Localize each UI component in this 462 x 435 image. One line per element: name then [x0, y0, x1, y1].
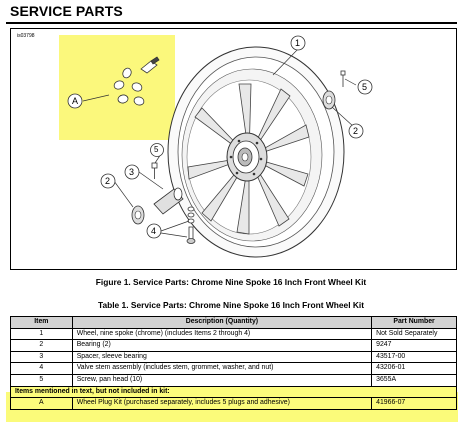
- callout-3-label: 3: [129, 167, 135, 177]
- callout-markers: [67, 35, 373, 239]
- cell-part-number: 41966-07: [371, 397, 457, 410]
- cell-item: 1: [10, 327, 73, 341]
- table-row: 2 Bearing (2) 9247: [10, 339, 457, 352]
- cell-part-number: 9247: [371, 339, 457, 352]
- screw-icon: [340, 70, 346, 87]
- page-title: SERVICE PARTS: [10, 3, 123, 19]
- bearing-icon: [322, 90, 336, 110]
- spacer-sleeve-icon: [153, 187, 184, 215]
- cell-part-number: 43206-01: [371, 362, 457, 375]
- cell-description: Screw, pan head (10): [71, 373, 373, 387]
- cell-description: Valve stem assembly (includes stem, grom…: [71, 362, 373, 375]
- wheel-plug-kit-icon: [113, 56, 160, 106]
- section-label: Items mentioned in text, but not include…: [10, 385, 457, 399]
- screw-left-icon: [151, 162, 158, 179]
- cell-item: 3: [10, 350, 73, 364]
- callout-2-label: 2: [353, 126, 359, 136]
- exploded-view-figure: is03798 1 2 5 5 3 2 4 A: [10, 28, 457, 270]
- table-row: 5 Screw, pan head (10) 3655A: [10, 373, 457, 387]
- cell-item: A: [10, 397, 73, 410]
- table-row: 1 Wheel, nine spoke (chrome) (includes I…: [10, 327, 457, 341]
- callout-1-label: 1: [295, 38, 301, 48]
- figure-caption: Figure 1. Service Parts: Chrome Nine Spo…: [95, 277, 367, 287]
- callout-4-label: 4: [151, 226, 157, 236]
- callout-5-label: 5: [362, 82, 368, 92]
- table-caption: Table 1. Service Parts: Chrome Nine Spok…: [97, 300, 365, 310]
- header-item: Item: [10, 316, 73, 329]
- callout-a-label: A: [72, 96, 79, 106]
- header-description: Description (Quantity): [71, 316, 373, 329]
- header-part-number: Part Number: [371, 316, 457, 329]
- bearing-left-icon: [131, 205, 145, 225]
- heading-divider: [6, 22, 457, 24]
- callout-5-left-label: 5: [154, 145, 159, 154]
- cell-item: 5: [10, 373, 73, 387]
- service-parts-table: Item Description (Quantity) Part Number …: [10, 316, 457, 410]
- table-section-row: Items mentioned in text, but not include…: [10, 385, 457, 399]
- table-row: 4 Valve stem assembly (includes stem, gr…: [10, 362, 457, 375]
- cell-description: Bearing (2): [71, 339, 373, 352]
- cell-part-number: 43517-00: [371, 350, 457, 364]
- callout-2-left-label: 2: [105, 176, 111, 186]
- table-row: 3 Spacer, sleeve bearing 43517-00: [10, 350, 457, 364]
- cell-description: Wheel Plug Kit (purchased separately, in…: [71, 397, 373, 410]
- cell-description: Wheel, nine spoke (chrome) (includes Ite…: [71, 327, 373, 341]
- cell-item: 4: [10, 362, 73, 375]
- wheel-icon: [167, 46, 345, 258]
- cell-item: 2: [10, 339, 73, 352]
- cell-part-number: 3655A: [371, 373, 457, 387]
- figure-id-label: is03798: [17, 33, 35, 39]
- cell-description: Spacer, sleeve bearing: [71, 350, 373, 364]
- table-row: A Wheel Plug Kit (purchased separately, …: [10, 397, 457, 410]
- cell-part-number: Not Sold Separately: [371, 327, 457, 341]
- valve-stem-icon: [186, 206, 196, 244]
- wheel-illustration: [59, 35, 373, 258]
- table-header-row: Item Description (Quantity) Part Number: [10, 316, 457, 329]
